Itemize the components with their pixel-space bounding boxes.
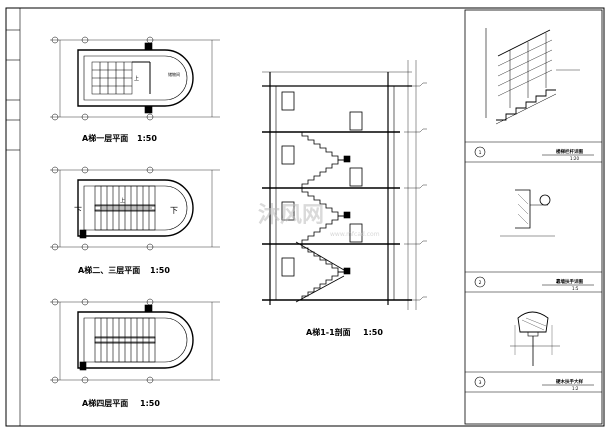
- plan-floor-2-3: [50, 166, 220, 251]
- detail-1-number: 1: [479, 150, 482, 156]
- plan-4-scale: 1:50: [140, 399, 160, 408]
- plan-4-title: A梯四层平面: [82, 398, 128, 408]
- detail-1-title-row: [474, 146, 594, 158]
- plan-23-title: A梯二、三层平面: [78, 265, 140, 275]
- plan-1-room: 储物间: [168, 71, 180, 77]
- section-1-1: [262, 60, 427, 310]
- plan-23-scale: 1:50: [150, 266, 170, 275]
- section-title: A梯1-1剖面: [306, 327, 351, 337]
- detail-wall-handrail: [500, 189, 555, 237]
- plan-23-down-left: 下: [74, 206, 82, 215]
- detail-wood-handrail: [510, 311, 560, 366]
- plan-1-scale: 1:50: [137, 134, 157, 143]
- detail-1-scale: 1:20: [570, 156, 579, 161]
- detail-railing: [485, 28, 580, 125]
- detail-2-title-row: [474, 276, 594, 288]
- detail-1-name: 楼梯栏杆详图: [556, 148, 583, 155]
- detail-panel: [464, 9, 603, 425]
- plan-floor-1: [50, 36, 220, 121]
- section-scale: 1:50: [363, 328, 383, 337]
- detail-3-scale: 1:2: [572, 386, 579, 391]
- sheet-border: [5, 7, 605, 427]
- detail-3-number: 3: [479, 380, 482, 386]
- detail-2-number: 2: [479, 280, 482, 286]
- plan-23-up: 上: [120, 197, 125, 204]
- detail-3-name: 硬木扶手大样: [556, 378, 583, 385]
- detail-2-name: 靠墙扶手详图: [556, 278, 583, 285]
- detail-2-scale: 1:5: [572, 286, 579, 291]
- watermark-url: www.mfcad.com: [330, 231, 380, 238]
- watermark-logo: 沐风网: [258, 203, 324, 228]
- plan-1-up: 上: [134, 75, 139, 82]
- plan-1-title: A梯一层平面: [82, 133, 128, 143]
- plan-floor-4: [50, 298, 220, 384]
- plan-23-down-right: 下: [170, 206, 178, 215]
- detail-3-title-row: [474, 376, 594, 388]
